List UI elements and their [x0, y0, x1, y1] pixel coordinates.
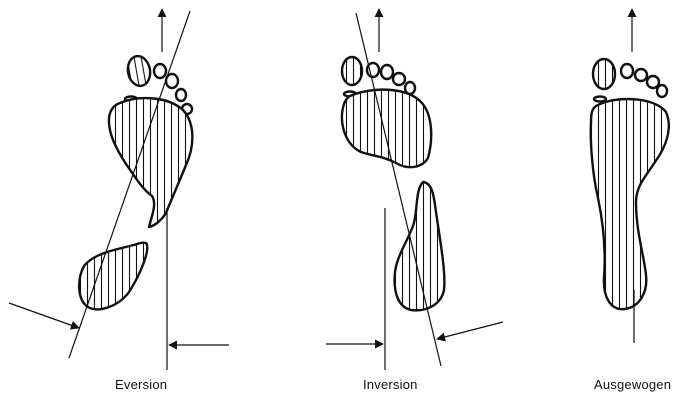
caption-balanced: Ausgewogen: [594, 377, 671, 392]
big-toe: [593, 59, 615, 89]
balanced-footprint: [591, 9, 669, 343]
arrow-right-icon: [9, 303, 79, 328]
toe: [635, 69, 647, 81]
whole-foot-print: [591, 99, 669, 309]
toe: [393, 73, 405, 85]
big-toe: [126, 54, 153, 87]
eversion-footprint: [9, 9, 229, 370]
toe: [621, 64, 633, 78]
caption-eversion: Eversion: [115, 377, 167, 392]
toe: [154, 64, 166, 78]
inversion-footprint: [326, 9, 503, 370]
caption-inversion: Inversion: [363, 377, 418, 392]
toe: [176, 89, 186, 101]
arrow-left-icon: [437, 322, 503, 339]
toe: [647, 76, 659, 88]
toe-mark: [594, 97, 606, 102]
heel-print: [395, 182, 445, 310]
big-toe: [342, 57, 362, 85]
toe: [657, 85, 667, 97]
forefoot-print: [342, 90, 431, 168]
toe: [381, 65, 393, 79]
